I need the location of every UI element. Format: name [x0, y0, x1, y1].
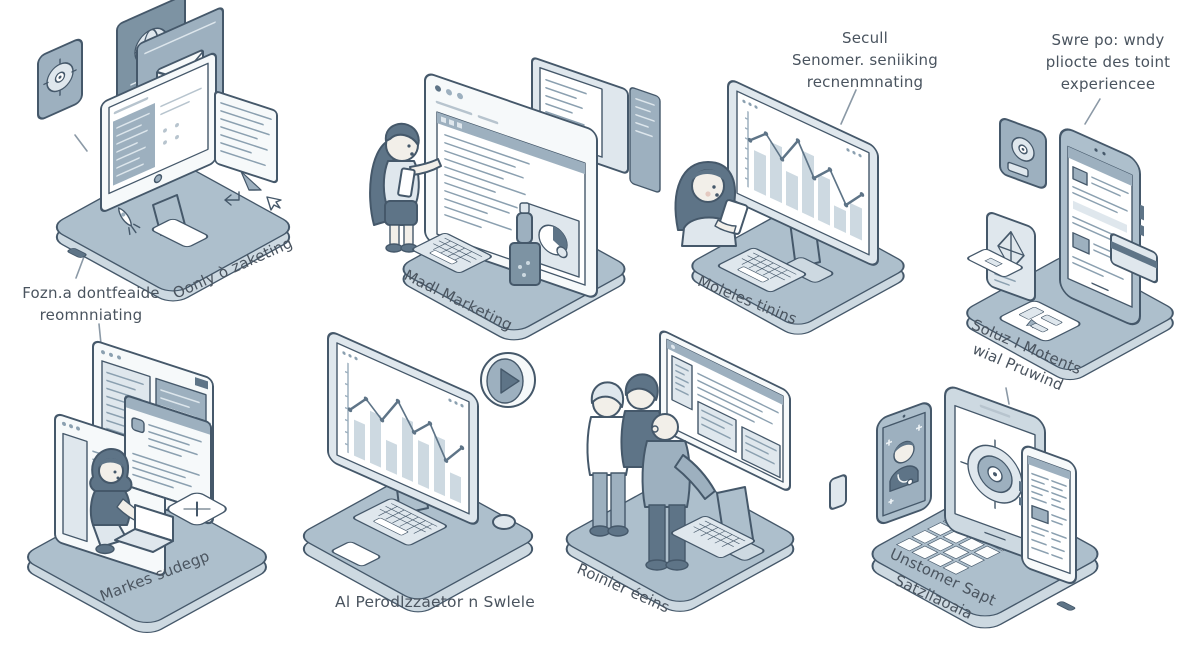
phone-large [1059, 128, 1144, 326]
play-icon [500, 368, 520, 394]
label-line: experiencee [1060, 74, 1156, 93]
label-analytics-caption: Secull Senomer. seniiking recnenmnating [785, 28, 945, 93]
disc-panel [37, 38, 83, 120]
laptop [114, 504, 174, 553]
label-line: Fozn.a dontfeaide [22, 284, 160, 302]
disc-panel [999, 118, 1047, 189]
label-line: Swre po: wndy [1051, 31, 1165, 49]
phone-doc [1019, 445, 1077, 585]
trackpad [331, 541, 381, 567]
tablet [151, 218, 209, 248]
close-tile [167, 492, 227, 526]
label-line: Secull [841, 29, 889, 47]
scene-support [829, 354, 1130, 654]
side-screen [214, 91, 278, 191]
analyst [674, 161, 749, 247]
keyboard [717, 247, 807, 293]
scene-team [545, 315, 815, 612]
person-3 [641, 413, 716, 571]
scene-workstation [15, 0, 315, 305]
sparkle-icon [886, 424, 922, 505]
bar-chart-icon [745, 110, 865, 241]
label-line: Senomer. seniiking [792, 50, 938, 69]
scene-analytics [650, 70, 940, 335]
scene-personalization [282, 318, 554, 613]
scene-mail-marketing [352, 45, 664, 341]
flat-card [999, 300, 1081, 342]
credit-card [1110, 233, 1158, 284]
keyboard [412, 233, 492, 273]
prism-card [986, 212, 1036, 302]
mouse [492, 514, 516, 530]
scene-strategy [5, 335, 305, 635]
label-line: reomnniating [39, 305, 143, 324]
bottle [516, 202, 533, 244]
scene-mobile [945, 95, 1195, 405]
keyboard [670, 515, 756, 559]
label-personalization-caption: Al Perodlzzaetor n Swlele [335, 593, 535, 611]
bar-chart-icon [345, 362, 465, 504]
tablet-dial [944, 386, 1049, 562]
play-button [480, 352, 536, 408]
main-monitor [100, 52, 217, 212]
label-workstation-caption: Fozn.a dontfeaide reomnniating [6, 283, 176, 327]
avatar [889, 440, 919, 493]
dashboard-monitor [659, 330, 791, 491]
cursor-icon [266, 196, 282, 211]
return-arrow-icon [224, 191, 240, 206]
base-notch [1056, 601, 1076, 611]
chart-monitor [727, 80, 879, 266]
disc-icon [1011, 136, 1035, 162]
chat-panel [124, 395, 212, 513]
label-line: pliocte des toint [1045, 52, 1171, 71]
tray-card [967, 249, 1023, 277]
label-mobile-caption: Swre po: wndy pliocte des toint experien… [1028, 30, 1188, 95]
support-woman [89, 448, 146, 555]
pedestal-box [509, 242, 541, 286]
chart-monitor [327, 332, 479, 525]
dial-icon [960, 439, 1030, 509]
keyboard [352, 498, 448, 546]
charger [829, 474, 847, 510]
woman [369, 122, 442, 253]
label-line: recnenmnating [806, 72, 924, 91]
pie-chart-icon [538, 224, 568, 259]
close-icon [183, 501, 211, 517]
disc-icon [43, 58, 77, 96]
rocket-icon [117, 207, 141, 236]
phone-avatar [876, 402, 932, 525]
